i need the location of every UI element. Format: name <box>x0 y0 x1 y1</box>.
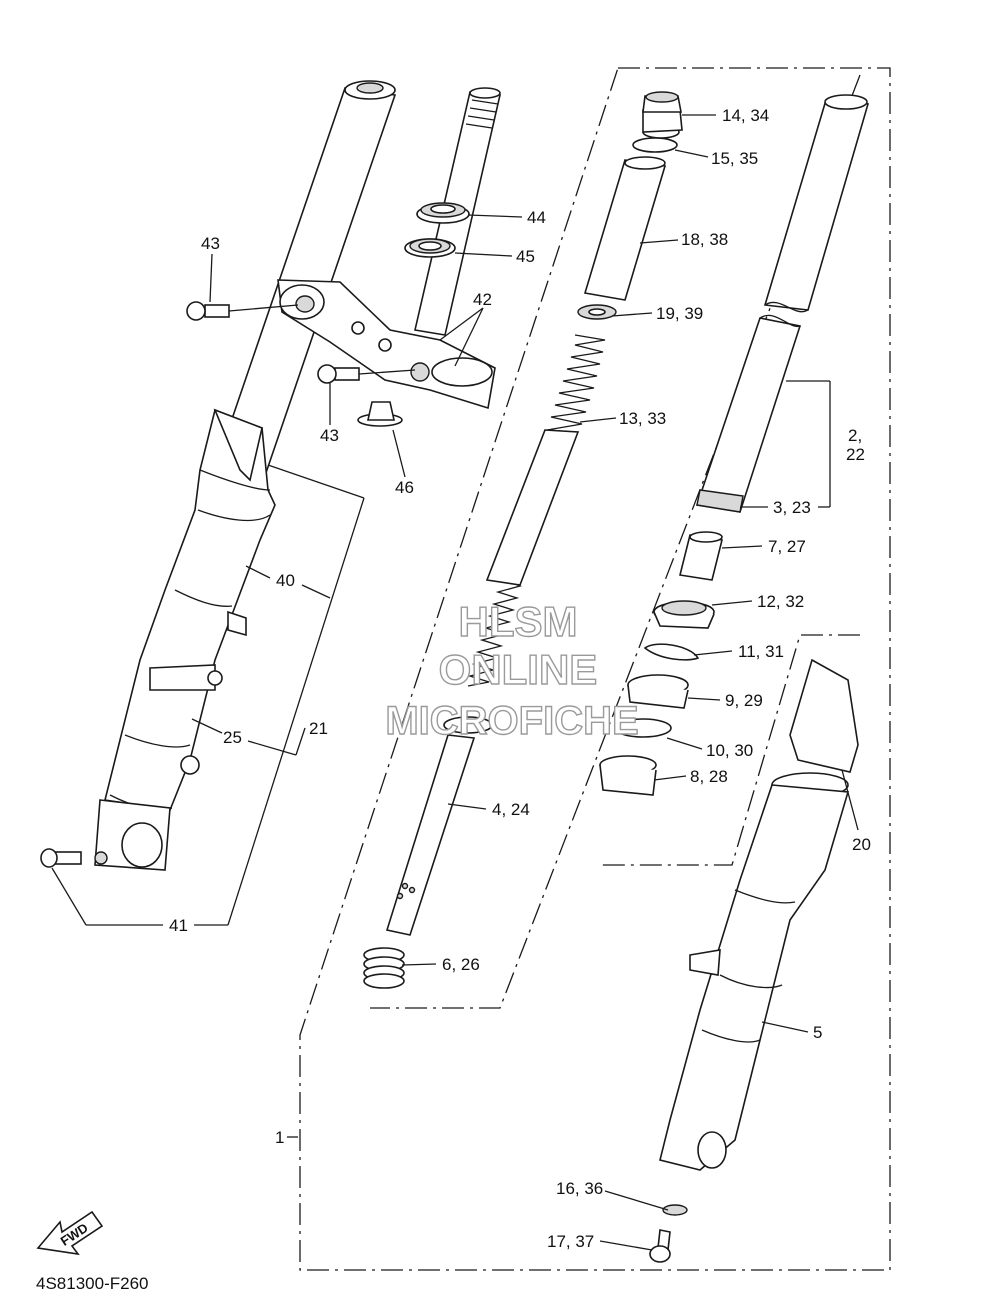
callout-43-mid: 43 <box>320 426 339 445</box>
oil-seal-washer <box>627 674 689 709</box>
callout-25: 25 <box>223 728 242 747</box>
washer <box>614 718 672 738</box>
assembly-boundary <box>299 67 891 1271</box>
callout-6-26: 6, 26 <box>442 955 480 974</box>
callout-18-38: 18, 38 <box>681 230 728 249</box>
leader-lines <box>51 114 859 1251</box>
lower-group-boundary <box>600 634 860 866</box>
diagram-code: 4S81300-F260 <box>36 1274 148 1293</box>
fwd-arrow-icon: FWD <box>36 1210 104 1256</box>
outer-tube-left <box>104 408 276 811</box>
bearing-lower <box>404 238 456 258</box>
fork-guard-left <box>213 408 263 482</box>
callout-21: 21 <box>309 719 328 738</box>
watermark: HLSM ONLINE MICROFICHE <box>385 597 640 743</box>
cap-bolt-top <box>356 82 384 94</box>
callout-13-33: 13, 33 <box>619 409 666 428</box>
callout-4-24: 4, 24 <box>492 800 530 819</box>
slide-bushing-inner <box>696 489 744 513</box>
callout-7-27: 7, 27 <box>768 537 806 556</box>
callout-3-23: 3, 23 <box>773 498 811 517</box>
fork-assembly-left <box>40 80 397 871</box>
callout-17-37: 17, 37 <box>547 1232 594 1251</box>
damper-rod <box>385 716 493 936</box>
cap-bolt <box>642 91 683 139</box>
callout-12-32: 12, 32 <box>757 592 804 611</box>
callout-8-28: 8, 28 <box>690 767 728 786</box>
rebound-spring <box>363 947 405 989</box>
oil-seal <box>653 600 715 629</box>
callout-10-30: 10, 30 <box>706 741 753 760</box>
callout-44: 44 <box>527 208 546 227</box>
watermark-line1: HLSM <box>459 598 578 645</box>
callout-19-39: 19, 39 <box>656 304 703 323</box>
spacer-tube <box>583 159 667 301</box>
inner-tube-bottom <box>695 317 802 513</box>
fork-guard-right <box>789 658 859 773</box>
under-bracket <box>277 87 501 410</box>
callout-46: 46 <box>395 478 414 497</box>
o-ring <box>632 137 678 153</box>
bracket-bolt-middle <box>317 364 360 384</box>
callout-16-36: 16, 36 <box>556 1179 603 1198</box>
callout-labels: 14, 34 15, 35 18, 38 19, 39 13, 33 2, 22… <box>169 106 871 1251</box>
callout-2-22-a: 2, <box>848 426 862 445</box>
callout-15-35: 15, 35 <box>711 149 758 168</box>
fork-spring <box>467 334 606 687</box>
callout-20: 20 <box>852 835 871 854</box>
copper-washer <box>662 1204 688 1216</box>
stem-cap <box>357 401 403 427</box>
watermark-line2: ONLINE <box>439 646 598 693</box>
callout-42: 42 <box>473 290 492 309</box>
inner-tube-top <box>763 99 870 311</box>
bracket-bolt-upper <box>186 301 230 321</box>
callout-43-top: 43 <box>201 234 220 253</box>
callout-5: 5 <box>813 1023 822 1042</box>
callout-2-22-b: 22 <box>846 445 865 464</box>
caliper-mount-upper <box>149 664 216 691</box>
callout-14-34: 14, 34 <box>722 106 769 125</box>
axle-pinch-bolt <box>40 848 82 868</box>
callout-9-29: 9, 29 <box>725 691 763 710</box>
damper-bolt <box>649 1229 671 1263</box>
outer-tube-right <box>659 772 850 1171</box>
callout-40: 40 <box>276 571 295 590</box>
callout-1: 1 <box>275 1128 284 1147</box>
watermark-line3: MICROFICHE <box>385 699 638 743</box>
outer-tube-bushing <box>599 755 657 796</box>
callout-41: 41 <box>169 916 188 935</box>
bearing-upper <box>416 202 470 224</box>
retaining-clip <box>643 643 700 661</box>
callout-11-31: 11, 31 <box>738 642 784 661</box>
callout-45: 45 <box>516 247 535 266</box>
